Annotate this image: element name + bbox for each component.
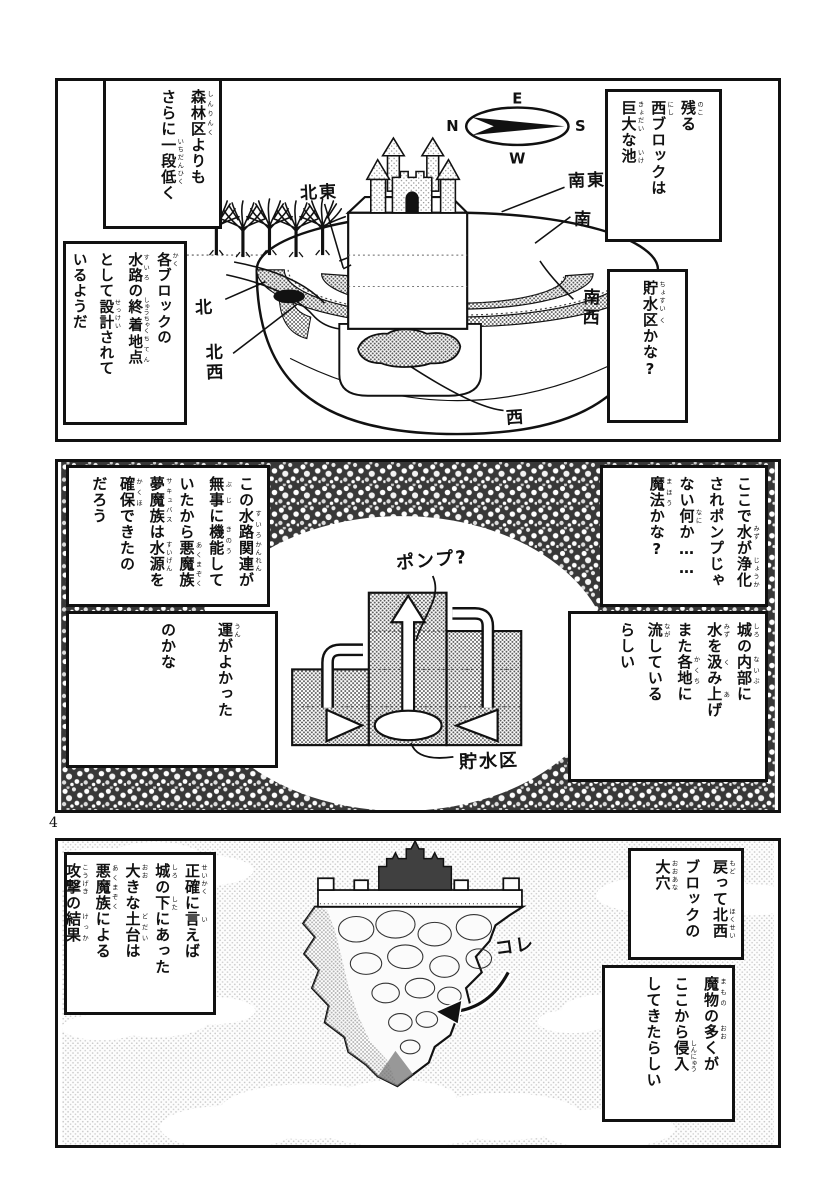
direction-label-southwest: 南西 [578,287,600,329]
caption-castle-pumping: 城しろの内部ないぶに水みずを汲くみ上あげまた各地かくちに流ながしているらしい [568,611,768,782]
pond [357,328,462,368]
direction-label-south: 南 [573,209,594,231]
canal [226,261,340,330]
page-number: 4 [49,815,58,831]
panel-floating-island: コレ 戻もどって北西ほくせいブロックの大穴おおあな 魔物まものの多おおくがここか… [55,838,781,1148]
direction-label-northwest: 北西 [201,342,223,384]
caption-monster-intrusion: 魔物まものの多おおくがここから侵入しんにゅうしてきたらしい [602,965,735,1122]
direction-label-north: 北 [194,297,215,319]
caption-return-northwest: 戻もどって北西ほくせいブロックの大穴おおあな [628,848,744,960]
pump-label-leader [415,575,437,642]
compass-left-letter: N [446,118,458,135]
compass-needle [472,117,565,136]
panel-castle-overview: E N S W 北東 南東 南 南西 西 北西 北 森林区しんりんくよりもさらに… [55,78,781,442]
compass-bottom-letter: W [509,151,525,168]
reservoir-ellipse [373,709,443,742]
caption-waterway-function: この水路すいろ関連かんれんが無事ぶじに機能きのうしていたから悪魔族あくまぞく夢魔… [66,465,270,607]
caption-waterway-endpoint: 各かくブロックの水路すいろの終着しゅうちゃく地点ちてんとして設計せっけいされてい… [63,241,187,425]
castle-overview-drawing: E N S W [177,91,660,436]
castle-silhouette [378,841,453,891]
kore-arrow [434,970,513,1026]
compass-top-letter: E [512,91,522,108]
caption-forest-lower: 森林区しんりんくよりもさらに一段いちだん低ひくく [103,81,222,229]
boulders [338,910,493,1055]
rock-shading [303,906,398,1087]
label-leader-lines [224,186,574,412]
kore-label: コレ [493,933,537,960]
cloud [160,1080,675,1145]
caption-pedestal-attack: 正確せいかくに言いえば城しろの下したにあった大おおきな土台どだいは悪魔族あくまぞ… [64,852,216,1015]
direction-label-west: 西 [505,407,526,429]
caption-reservoir-guess: 貯水ちょすい区くかな? [607,269,688,423]
caption-west-block-pond: 残のこる西にしブロックは巨大きょだいな池いけ [605,89,722,242]
castle-door [405,191,419,214]
front-platform [338,322,482,397]
reservoir-label-leader [410,742,454,759]
caption-luck: 運うんがよかったのかな [66,611,278,768]
right-pipe-arrow [452,607,499,743]
drain-hole [273,289,305,304]
direction-label-southeast: 南東 [567,170,607,192]
caption-purify-magic: ここで水みずが浄化じょうかされポンプじゃない何なにか……魔法まほうかな? [600,465,768,607]
rock-tip-shadow [377,1050,414,1087]
castle [365,136,461,214]
arrowhead [434,998,464,1026]
castle-wall [317,877,523,908]
tower-block [345,195,470,330]
reservoir-label: 貯水区 [458,749,520,774]
floating-island [301,841,527,1088]
left-pipe-arrow [321,643,365,743]
compass-rose: E N S W [446,91,585,168]
panel-pump-diagram: ポンプ? 貯水区 この水路すいろ関連かんれんが無事ぶじに機能きのうしていたから悪… [55,459,781,813]
direction-label-northeast: 北東 [299,182,339,204]
compass-right-letter: S [575,118,586,135]
